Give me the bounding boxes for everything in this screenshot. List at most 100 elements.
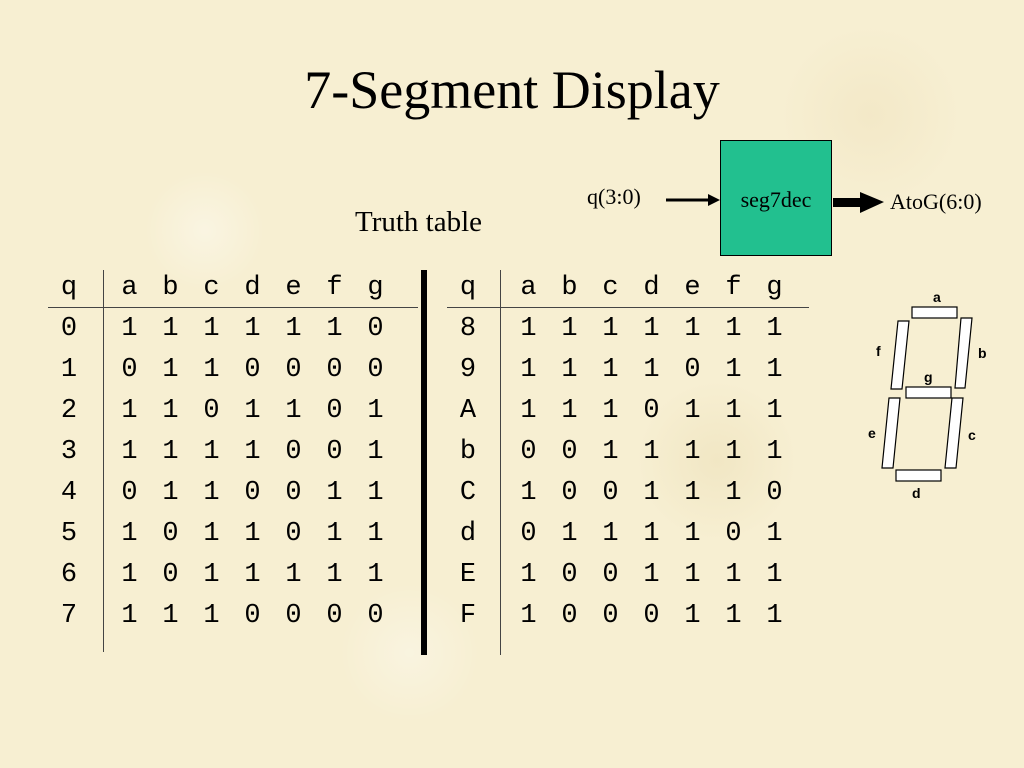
segment-value: 0	[162, 519, 179, 549]
column-header-q: q	[60, 273, 78, 303]
segment-value: 1	[121, 437, 138, 467]
segment-value: 1	[643, 355, 660, 385]
column-gap	[90, 555, 109, 596]
segment-value: 1	[326, 519, 343, 549]
segment-value: 1	[203, 314, 220, 344]
column-header-segment: d	[643, 273, 660, 303]
segment-value: 1	[520, 355, 537, 385]
q-value: 9	[459, 355, 477, 385]
left-header-rule	[48, 307, 418, 308]
segment-value: 0	[244, 601, 261, 631]
truth-table-caption: Truth table	[355, 206, 483, 238]
segment-value: 0	[326, 601, 343, 631]
segment-value: 1	[643, 478, 660, 508]
segment-value: 1	[162, 314, 179, 344]
right-q-column-separator	[500, 270, 501, 655]
segment-value: 1	[766, 437, 783, 467]
q-value: 3	[60, 437, 78, 467]
segment-value: 0	[285, 601, 302, 631]
segment-label-b: b	[978, 345, 987, 361]
segment-value: 1	[725, 355, 742, 385]
q-value: E	[459, 560, 477, 590]
column-gap	[489, 309, 508, 350]
q-value: 1	[60, 355, 78, 385]
segment-value: 1	[244, 396, 261, 426]
segment-value: 1	[766, 560, 783, 590]
segment-f	[890, 320, 910, 390]
segment-value: 0	[326, 396, 343, 426]
segment-value: 1	[162, 437, 179, 467]
column-gap	[489, 432, 508, 473]
q-value: 8	[459, 314, 477, 344]
segment-value: 0	[285, 478, 302, 508]
segment-label-d: d	[912, 485, 921, 501]
segment-value: 0	[326, 355, 343, 385]
segment-value: 0	[725, 519, 742, 549]
segment-e	[881, 397, 901, 469]
output-bus-line	[833, 198, 863, 207]
segment-value: 1	[520, 478, 537, 508]
q-value: 4	[60, 478, 78, 508]
q-value: d	[459, 519, 477, 549]
segment-value: 1	[326, 478, 343, 508]
q-value: F	[459, 601, 477, 631]
page-title: 7-Segment Display	[304, 60, 720, 120]
seg7dec-block	[720, 140, 832, 256]
segment-label-c: c	[968, 427, 976, 443]
segment-value: 1	[121, 314, 138, 344]
segment-value: 0	[367, 601, 384, 631]
signal-arrows	[666, 192, 884, 213]
segment-value: 1	[520, 560, 537, 590]
segment-value: 1	[561, 355, 578, 385]
segment-value: 0	[285, 519, 302, 549]
q-value: 7	[60, 601, 78, 631]
segment-label-a: a	[933, 289, 941, 305]
segment-value: 1	[725, 314, 742, 344]
segment-value: 0	[602, 478, 619, 508]
segment-value: 0	[684, 355, 701, 385]
segment-g	[905, 386, 952, 399]
segment-a	[911, 306, 958, 319]
segment-value: 1	[766, 355, 783, 385]
column-gap	[90, 309, 109, 350]
segment-value: 1	[121, 560, 138, 590]
column-header-segment: e	[285, 273, 302, 303]
segment-value: 1	[643, 560, 660, 590]
segment-value: 1	[684, 560, 701, 590]
column-header-segment: f	[326, 273, 343, 303]
segment-value: 1	[162, 396, 179, 426]
column-header-segment: b	[162, 273, 179, 303]
segment-value: 1	[602, 437, 619, 467]
segment-value: 1	[285, 560, 302, 590]
segment-value: 1	[766, 314, 783, 344]
segment-value: 1	[162, 601, 179, 631]
segment-value: 1	[684, 396, 701, 426]
segment-value: 1	[725, 437, 742, 467]
q-value: 5	[60, 519, 78, 549]
segment-value: 1	[162, 355, 179, 385]
segment-label-f: f	[876, 343, 881, 359]
q-value: 2	[60, 396, 78, 426]
segment-value: 1	[285, 314, 302, 344]
segment-value: 1	[766, 601, 783, 631]
segment-value: 1	[121, 601, 138, 631]
segment-value: 1	[367, 560, 384, 590]
segment-value: 0	[602, 601, 619, 631]
column-header-segment: g	[766, 273, 783, 303]
segment-value: 1	[520, 314, 537, 344]
segment-value: 1	[203, 437, 220, 467]
segment-value: 1	[643, 314, 660, 344]
column-header-segment: c	[203, 273, 220, 303]
column-gap	[489, 350, 508, 391]
